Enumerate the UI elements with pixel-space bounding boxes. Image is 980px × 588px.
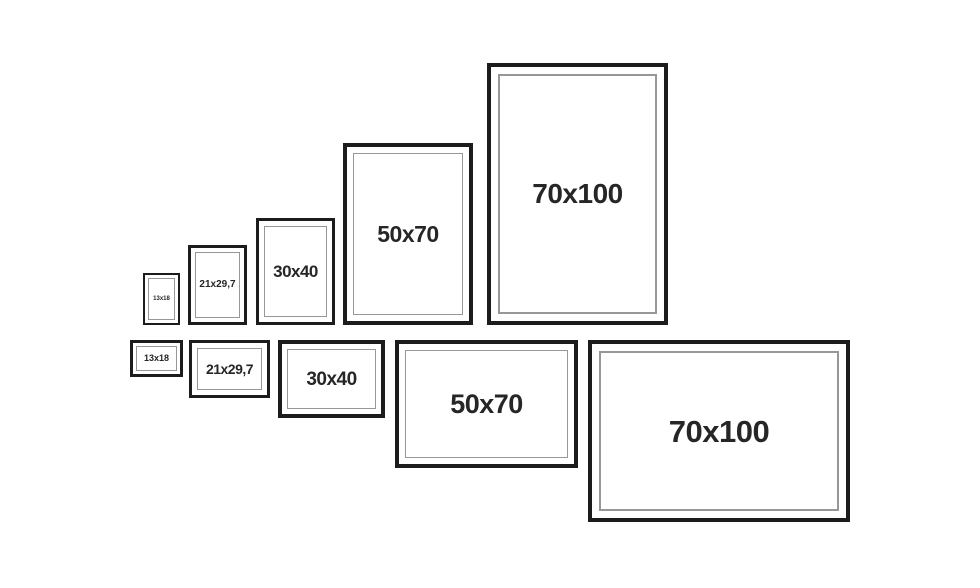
frame-landscape-30x40: 30x40 xyxy=(278,340,385,418)
frame-size-label: 30x40 xyxy=(273,262,318,281)
frame-landscape-50x70: 50x70 xyxy=(395,340,578,468)
frame-portrait-13x18: 13x18 xyxy=(143,273,180,325)
frame-landscape-70x100: 70x100 xyxy=(588,340,850,522)
frame-inner-mat: 13x18 xyxy=(136,346,177,371)
frame-landscape-21x29-7: 21x29,7 xyxy=(189,340,270,398)
frame-inner-mat: 50x70 xyxy=(405,350,568,458)
frame-inner-mat: 70x100 xyxy=(498,74,657,314)
frame-size-label: 13x18 xyxy=(153,296,170,302)
frame-size-label: 21x29,7 xyxy=(199,279,236,290)
frame-size-label: 70x100 xyxy=(668,413,770,449)
frame-portrait-50x70: 50x70 xyxy=(343,143,473,325)
frame-inner-mat: 21x29,7 xyxy=(197,348,262,390)
frame-inner-mat: 70x100 xyxy=(599,351,839,511)
frame-size-label: 50x70 xyxy=(450,388,523,419)
frame-portrait-30x40: 30x40 xyxy=(256,218,335,325)
frame-size-label: 21x29,7 xyxy=(205,361,254,377)
frame-inner-mat: 30x40 xyxy=(264,226,327,317)
frame-portrait-70x100: 70x100 xyxy=(487,63,668,325)
frame-inner-mat: 21x29,7 xyxy=(195,252,240,318)
frame-portrait-21x29-7: 21x29,7 xyxy=(188,245,247,325)
frame-size-label: 50x70 xyxy=(377,220,439,247)
frame-size-label: 13x18 xyxy=(143,353,170,363)
frame-inner-mat: 30x40 xyxy=(287,349,376,409)
frame-inner-mat: 13x18 xyxy=(148,278,175,320)
frame-landscape-13x18: 13x18 xyxy=(130,340,183,377)
frame-size-label: 70x100 xyxy=(532,178,623,209)
frame-inner-mat: 50x70 xyxy=(353,153,463,315)
frame-size-label: 30x40 xyxy=(306,368,357,390)
